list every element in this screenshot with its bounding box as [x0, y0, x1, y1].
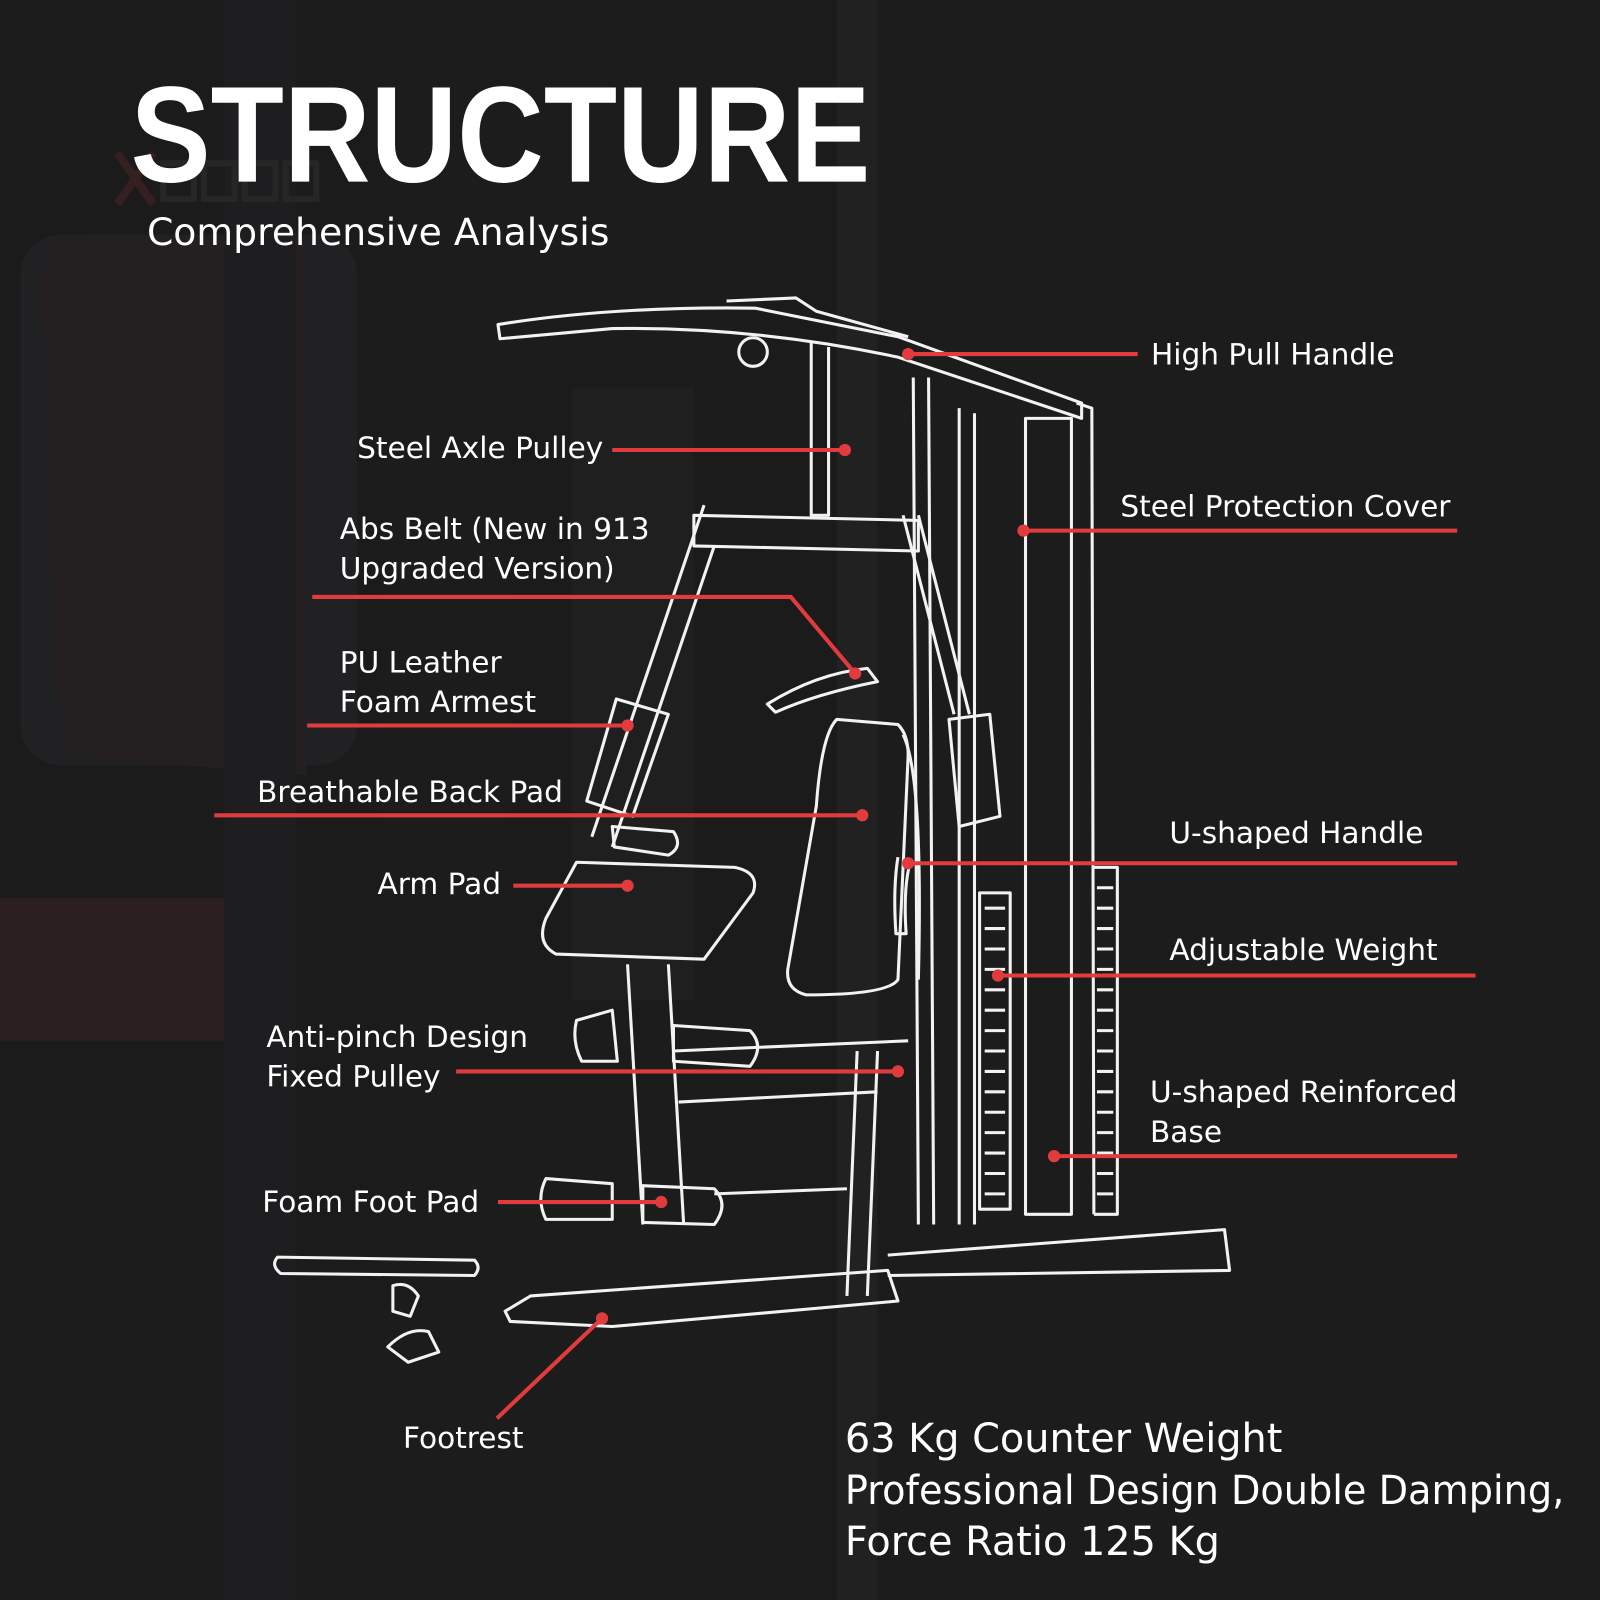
callout-anti-pinch-pulley: Anti-pinch Design Fixed Pulley: [266, 1020, 905, 1094]
label-u-shaped-handle: U-shaped Handle: [1169, 816, 1423, 850]
callout-adjustable-weight: Adjustable Weight: [991, 933, 1476, 982]
label-pu-leather-line2: Foam Armest: [340, 685, 536, 719]
spec-line-1: 63 Kg Counter Weight: [845, 1416, 1282, 1462]
callout-foam-foot-pad: Foam Foot Pad: [262, 1185, 668, 1219]
background-logo: [114, 150, 320, 207]
label-steel-axle-pulley: Steel Axle Pulley: [357, 431, 603, 465]
callout-steel-protection-cover: Steel Protection Cover: [1017, 489, 1458, 537]
label-adjustable-weight: Adjustable Weight: [1169, 933, 1437, 967]
spec-line-2: Professional Design Double Damping,: [845, 1468, 1564, 1514]
callout-steel-axle-pulley: Steel Axle Pulley: [357, 431, 852, 465]
spec-line-3: Force Ratio 125 Kg: [845, 1519, 1220, 1565]
label-foam-foot-pad: Foam Foot Pad: [262, 1185, 479, 1219]
label-abs-belt-line2: Upgraded Version): [340, 552, 615, 586]
callout-high-pull-handle: High Pull Handle: [902, 337, 1395, 371]
label-pu-leather-line1: PU Leather: [340, 645, 503, 679]
label-abs-belt-line1: Abs Belt (New in 913: [340, 512, 650, 546]
callout-breathable-back-pad: Breathable Back Pad: [214, 775, 869, 822]
label-u-base-line2: Base: [1150, 1115, 1222, 1149]
label-arm-pad: Arm Pad: [378, 867, 502, 901]
page-title: STRUCTURE: [131, 58, 871, 211]
home-gym-sketch: [273, 296, 1232, 1364]
callout-abs-belt: Abs Belt (New in 913 Upgraded Version): [312, 512, 862, 680]
label-anti-pinch-line2: Fixed Pulley: [266, 1060, 440, 1094]
spec-text: 63 Kg Counter Weight Professional Design…: [845, 1416, 1564, 1565]
callout-footrest: Footrest: [403, 1312, 609, 1455]
callout-u-shaped-handle: U-shaped Handle: [902, 816, 1458, 870]
label-high-pull-handle: High Pull Handle: [1151, 337, 1395, 371]
weight-plates: [984, 886, 1114, 1196]
callout-arm-pad: Arm Pad: [378, 867, 634, 901]
page-subtitle: Comprehensive Analysis: [147, 210, 609, 254]
label-steel-protection-cover: Steel Protection Cover: [1120, 489, 1451, 523]
label-footrest: Footrest: [403, 1421, 523, 1455]
callout-u-shaped-base: U-shaped Reinforced Base: [1047, 1075, 1457, 1163]
callout-pu-leather-armrest: PU Leather Foam Armest: [307, 645, 634, 732]
label-breathable-back-pad: Breathable Back Pad: [257, 775, 563, 809]
label-u-base-line1: U-shaped Reinforced: [1150, 1075, 1457, 1109]
label-anti-pinch-line1: Anti-pinch Design: [266, 1020, 528, 1054]
